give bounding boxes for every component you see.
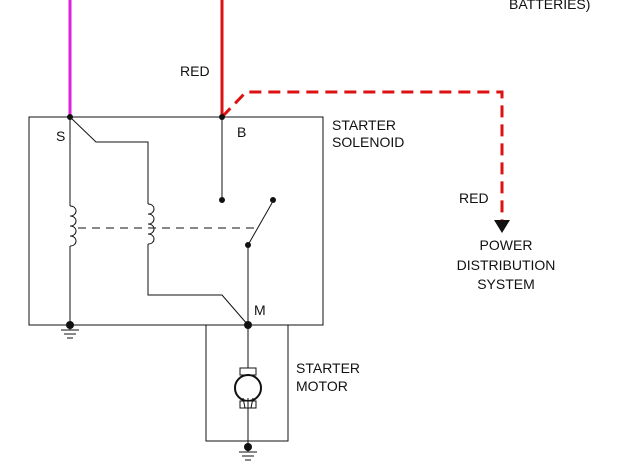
terminal-m-label: M xyxy=(254,302,266,318)
solenoid-title-line1: STARTER xyxy=(332,117,396,133)
switch-blade xyxy=(247,202,273,246)
switch-contact-dot xyxy=(270,197,276,203)
motor-icon xyxy=(234,367,262,409)
pds-label-line3: SYSTEM xyxy=(477,276,535,292)
ground-icon xyxy=(239,447,257,461)
hold-in-coil xyxy=(69,205,77,247)
wire-color-label-red-right: RED xyxy=(459,190,489,206)
b-contact-dot xyxy=(219,197,225,203)
pds-label-line2: DISTRIBUTION xyxy=(457,257,556,273)
red-dashed-wire xyxy=(220,90,504,222)
motor-box xyxy=(205,324,289,442)
terminal-s-label: S xyxy=(56,128,65,144)
arrow-down-icon xyxy=(494,220,510,233)
b-terminal-dot xyxy=(219,114,225,120)
pull-in-coil xyxy=(147,203,155,245)
batteries-label: BATTERIES) xyxy=(509,0,590,12)
ground-icon xyxy=(61,325,79,339)
solenoid-title-line2: SOLENOID xyxy=(332,134,404,150)
s-terminal-lead xyxy=(69,116,149,204)
motor-title-line2: MOTOR xyxy=(296,378,348,394)
pull-coil-to-m-wire xyxy=(147,244,249,326)
terminal-b-label: B xyxy=(237,124,246,140)
motor-title-line1: STARTER xyxy=(296,360,360,376)
wire-color-label-red-top: RED xyxy=(180,63,210,79)
solenoid-box xyxy=(28,116,324,326)
s-terminal-dot xyxy=(67,114,73,120)
pds-label-line1: POWER xyxy=(480,237,533,253)
